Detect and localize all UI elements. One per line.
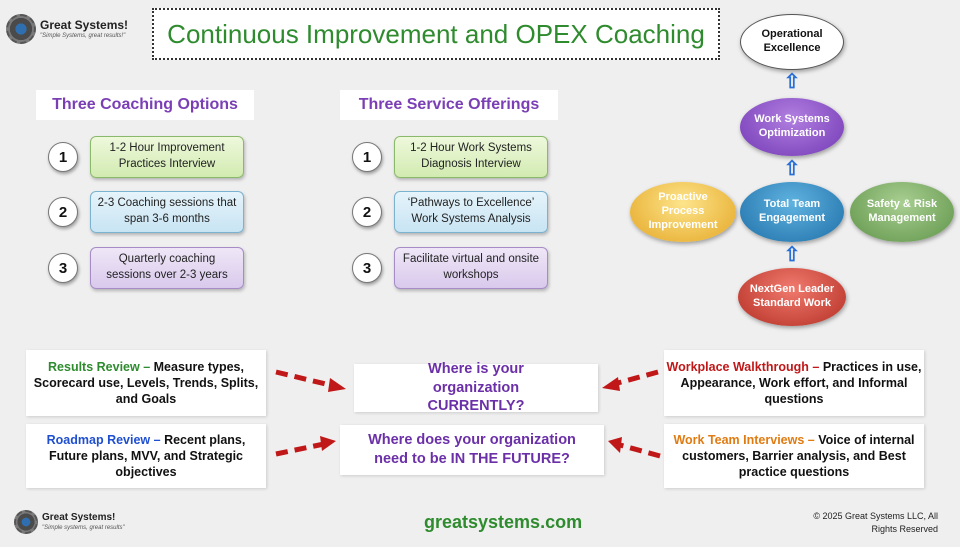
coaching-heading: Three Coaching Options: [36, 90, 254, 120]
service-offering-2: ‘Pathways to Excellence’ Work Systems An…: [394, 191, 548, 233]
work-systems-optimization-node: Work Systems Optimization: [740, 98, 844, 156]
coaching-option-1: 1-2 Hour Improvement Practices Interview: [90, 136, 244, 178]
service-num-3: 3: [352, 253, 382, 283]
workplace-walkthrough-text: Practices in use, Appearance, Work effor…: [680, 359, 922, 407]
operational-excellence-node: Operational Excellence: [740, 14, 844, 70]
coaching-num-1: 1: [48, 142, 78, 172]
title-box: Continuous Improvement and OPEX Coaching: [152, 8, 720, 60]
logo-tagline: "Simple Systems, great results!": [40, 33, 126, 39]
results-review-box: Results Review – Measure types, Scorecar…: [26, 350, 266, 416]
arrow-interviews-to-future: [608, 437, 661, 459]
service-num-1: 1: [352, 142, 382, 172]
question-current: Where is your organization CURRENTLY?: [354, 361, 598, 414]
results-review-label: Results Review: [48, 359, 140, 374]
safety-risk-management-node: Safety & Risk Management: [850, 182, 954, 242]
workplace-walkthrough-label: Workplace Walkthrough: [666, 359, 809, 374]
roadmap-review-text: Recent plans, Future plans, MVV, and Str…: [48, 432, 246, 480]
workplace-walkthrough-box: Workplace Walkthrough – Practices in use…: [664, 350, 924, 416]
work-team-interviews-box: Work Team Interviews – Voice of internal…: [664, 424, 924, 488]
services-heading: Three Service Offerings: [340, 90, 558, 120]
footer-logo: Great Systems! "Simple systems, great re…: [14, 510, 125, 534]
roadmap-review-box: Roadmap Review – Recent plans, Future pl…: [26, 424, 266, 488]
arrow-roadmap-to-future: [275, 436, 336, 457]
total-team-engagement-node: Total Team Engagement: [740, 182, 844, 242]
footer-copyright: © 2025 Great Systems LLC, All Rights Res…: [813, 511, 938, 534]
page-title: Continuous Improvement and OPEX Coaching: [167, 18, 705, 49]
question-future: Where does your organization need to be …: [340, 425, 604, 475]
up-arrow-icon: ⇧: [783, 244, 801, 266]
footer-logo-name: Great Systems!: [42, 512, 116, 523]
arrow-results-to-current: [275, 369, 346, 392]
coaching-option-3: Quarterly coaching sessions over 2-3 yea…: [90, 247, 244, 289]
coaching-option-2: 2-3 Coaching sessions that span 3-6 mont…: [90, 191, 244, 233]
service-num-2: 2: [352, 197, 382, 227]
proactive-process-improvement-node: Proactive Process Improvement: [630, 182, 736, 242]
footer-logo-tagline: "Simple systems, great results": [42, 525, 125, 531]
roadmap-review-label: Roadmap Review: [46, 432, 151, 447]
service-offering-3: Facilitate virtual and onsite workshops: [394, 247, 548, 289]
logo-name: Great Systems!: [40, 18, 129, 32]
header-logo: Great Systems! "Simple Systems, great re…: [6, 14, 128, 44]
coaching-num-2: 2: [48, 197, 78, 227]
coaching-num-3: 3: [48, 253, 78, 283]
gear-icon: [6, 14, 36, 44]
results-review-text: Measure types, Scorecard use, Levels, Tr…: [33, 359, 259, 407]
footer-website: greatsystems.com: [424, 512, 583, 532]
up-arrow-icon: ⇧: [783, 71, 801, 93]
up-arrow-icon: ⇧: [783, 158, 801, 180]
nextgen-leader-node: NextGen Leader Standard Work: [738, 268, 846, 326]
work-team-interviews-label: Work Team Interviews: [673, 432, 805, 447]
gear-icon: [14, 510, 38, 534]
service-offering-1: 1-2 Hour Work Systems Diagnosis Intervie…: [394, 136, 548, 178]
work-team-interviews-text: Voice of internal customers, Barrier ana…: [682, 432, 915, 480]
arrow-walkthrough-to-current: [602, 369, 659, 391]
